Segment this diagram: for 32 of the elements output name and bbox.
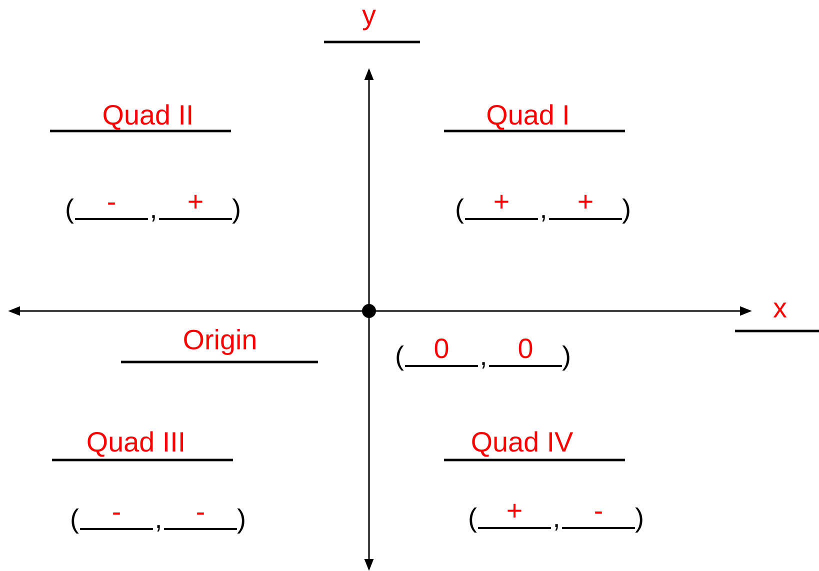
answer-text: - [197,512,204,515]
answer-text: + [188,194,202,209]
answer-text: + [494,194,508,209]
answer-text: Quad II [104,104,192,130]
comma: , [555,524,558,530]
answer-text: - [595,512,602,514]
answer-text: y [362,10,376,30]
comma: , [542,215,545,222]
parenthesis: ( [396,346,404,371]
parenthesis: ( [470,508,477,533]
answer-text: Origin [184,329,256,355]
answer-text: Quad I [487,104,568,130]
answer-text: - [113,512,120,515]
parenthesis: ) [622,198,630,224]
answer-text: x [773,302,787,318]
parenthesis: ( [72,508,79,534]
parenthesis: ) [635,508,642,533]
answer-text: - [108,202,115,205]
comma: , [152,215,155,222]
answer-text: 0 [518,338,532,358]
comma: , [482,362,485,368]
answer-text: + [508,504,522,518]
answer-text: Quad III [88,431,184,457]
answer-text: + [578,194,592,209]
comma: , [157,525,160,532]
parenthesis: ) [237,508,244,534]
answer-text: 0 [434,338,448,358]
parenthesis: ( [456,198,464,224]
parenthesis: ) [232,198,240,224]
parenthesis: ) [562,346,570,371]
parenthesis: ( [66,198,74,224]
answer-text: Quad IV [472,431,574,457]
